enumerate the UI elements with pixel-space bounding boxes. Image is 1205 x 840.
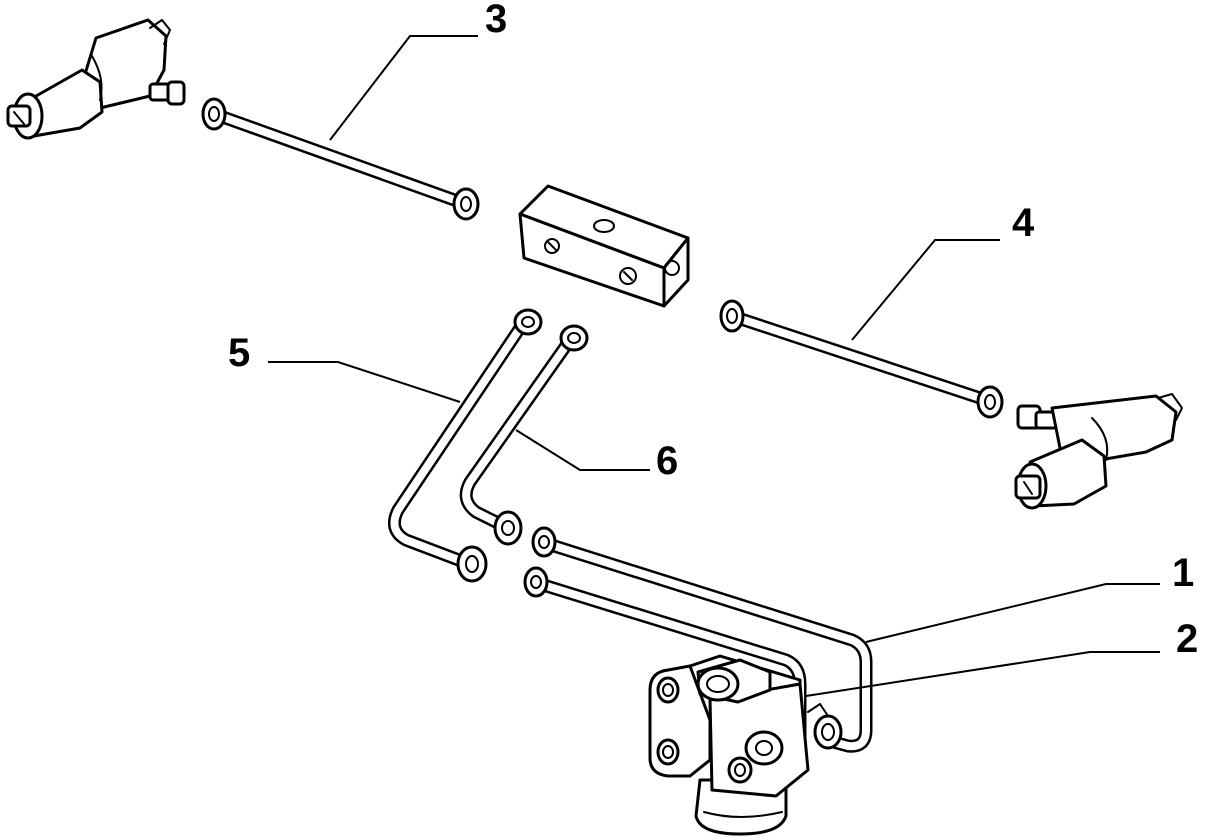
callout-4: 4 <box>1012 201 1035 245</box>
distribution-block <box>518 184 690 308</box>
leader-lines <box>268 35 1160 697</box>
pipe-3 <box>201 97 480 221</box>
pressure-regulator-valve <box>648 654 843 836</box>
callout-6: 6 <box>656 439 678 483</box>
leader-line-6 <box>515 429 650 471</box>
leader-line-3 <box>329 35 478 141</box>
callout-2: 2 <box>1176 617 1198 661</box>
callout-1: 1 <box>1172 551 1194 595</box>
leader-line-5 <box>268 361 461 403</box>
pipe-6 <box>459 324 589 546</box>
pipe-4 <box>719 299 1004 419</box>
leader-line-4 <box>851 239 1000 341</box>
callout-5: 5 <box>228 331 250 375</box>
pipe-5 <box>387 308 543 583</box>
wheel-cylinder-left <box>6 18 186 140</box>
pipe-1 <box>531 526 873 753</box>
leader-line-1 <box>865 583 1160 643</box>
leader-line-2 <box>805 651 1160 697</box>
callout-3: 3 <box>485 0 507 41</box>
wheel-cylinder-right <box>1014 393 1183 510</box>
